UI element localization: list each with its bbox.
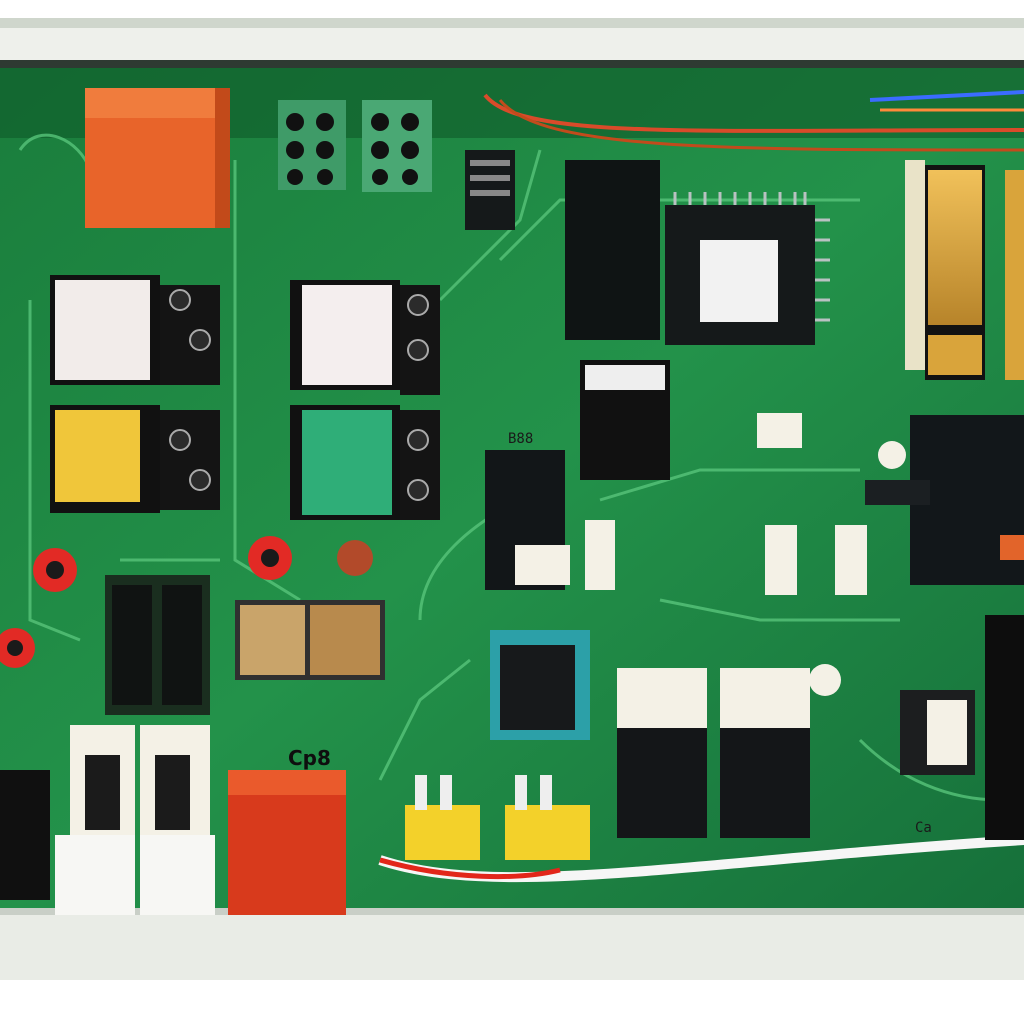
connectors-white [617, 615, 1024, 840]
screw-terminals-yellow [405, 775, 590, 860]
terminal-block-top [278, 100, 432, 192]
microcontroller [665, 192, 830, 345]
qfp-chip-lower [490, 630, 590, 740]
bottom-components [0, 725, 346, 915]
terminal-block-lower [105, 575, 385, 715]
relay-top-left [85, 88, 230, 228]
test-points [0, 536, 373, 668]
relay-left-upper [50, 275, 220, 385]
silkscreen-bottom-label: Cp8 [288, 746, 331, 770]
silkscreen-labels: B88 Cp8 Ca [288, 431, 932, 836]
relay-mid-lower [290, 405, 440, 520]
small-ic-top [465, 150, 515, 230]
silkscreen-corner-label: Ca [915, 820, 932, 836]
small-white-components [515, 413, 906, 696]
relay-right-gold [905, 160, 1024, 380]
wires [378, 90, 1024, 883]
silkscreen-mid-label: B88 [508, 431, 533, 447]
relay-left-lower [50, 405, 220, 513]
relay-mid-upper [290, 280, 440, 395]
ic-array-right [865, 415, 1024, 585]
